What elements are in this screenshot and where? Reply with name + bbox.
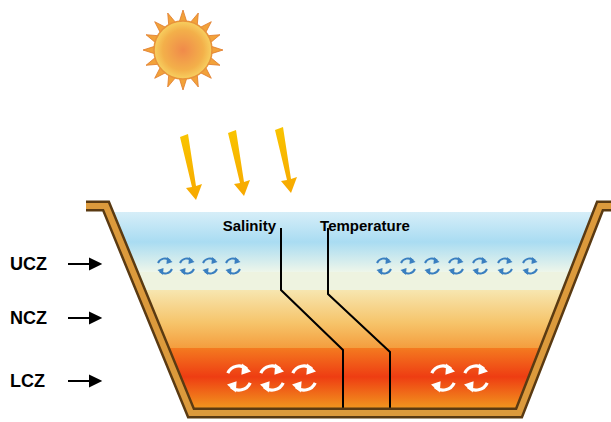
circulation-icon [473,257,488,275]
circulation-icon [464,364,488,393]
circulation-icon [292,364,316,393]
circulation-icon [401,257,416,275]
circulation-icon [377,257,392,275]
circulation-icon [425,257,440,275]
zone-label: NCZ [10,309,47,327]
circulation-icon [227,364,251,393]
circulation-icon [523,257,538,275]
circulation-icon [158,257,173,275]
profile-label: Salinity [223,218,276,233]
profile-label: Temperature [320,218,410,233]
zone-label: UCZ [10,255,47,273]
circulation-icon [431,364,455,393]
circulation-icon [203,257,218,275]
zone-label: LCZ [10,372,45,390]
circulation-icon [498,257,513,275]
circulation-icon [449,257,464,275]
circulation-icon [226,257,241,275]
circulation-icon [260,364,284,393]
circulation-icon [180,257,195,275]
